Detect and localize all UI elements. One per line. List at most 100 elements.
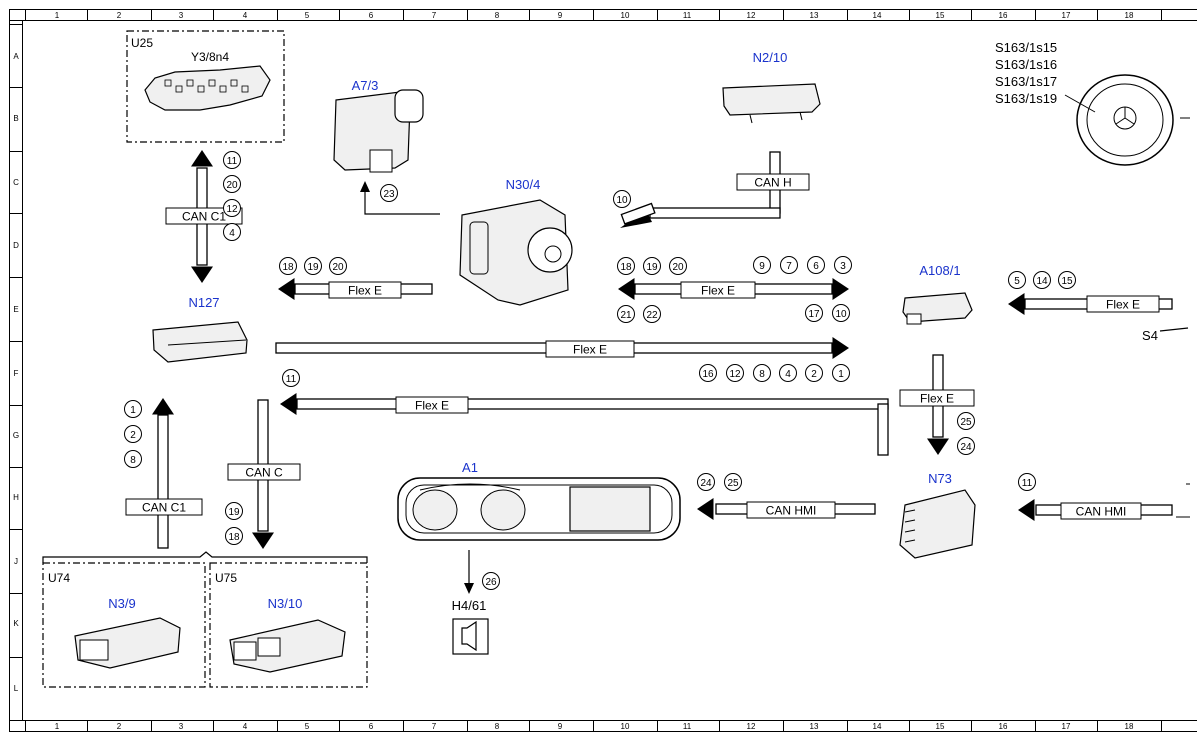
grid-col-top: 2	[117, 11, 122, 20]
bus-label: Flex E	[573, 343, 607, 357]
marker-number: 25	[960, 417, 972, 428]
mount-tab	[799, 111, 803, 121]
s4-leader	[1159, 327, 1189, 332]
arrowhead	[618, 278, 635, 300]
marker-number: 8	[759, 369, 765, 380]
marker-circle	[957, 437, 975, 455]
component-id: U25	[131, 36, 153, 50]
grid-col-bottom: 12	[747, 722, 756, 731]
marker-circle	[834, 256, 852, 274]
module-fin	[904, 519, 916, 523]
marker-circle	[223, 223, 241, 241]
grid-col-bottom: 10	[621, 722, 630, 731]
marker-number: 15	[1061, 276, 1073, 287]
marker-number: 19	[646, 262, 658, 273]
marker-number: 19	[228, 507, 240, 518]
component-id: N127	[188, 295, 219, 310]
ignition-switch-module	[899, 489, 976, 559]
mount-tab	[749, 114, 753, 124]
marker-number: 9	[759, 261, 765, 272]
grid-col-top: 8	[495, 11, 500, 20]
marker-number: 4	[785, 369, 791, 380]
steering-wheel	[1076, 74, 1174, 166]
arrowhead	[1008, 293, 1025, 315]
grid-col-top: 9	[558, 11, 563, 20]
steering-star	[1115, 107, 1135, 125]
marker-circle	[124, 425, 142, 443]
grid-col-top: 6	[369, 11, 374, 20]
marker-number: 4	[229, 228, 235, 239]
component-id: H4/61	[452, 598, 487, 613]
radar-connector	[906, 313, 922, 325]
marker-number: 18	[228, 532, 240, 543]
marker-number: 20	[672, 262, 684, 273]
cluster-hood	[419, 483, 521, 491]
grid-col-bottom: 15	[936, 722, 945, 731]
speaker-icon	[452, 618, 489, 655]
marker-circle	[807, 256, 825, 274]
component-id: U74	[48, 571, 70, 585]
valve-detail	[186, 79, 194, 87]
marker-circle	[1008, 271, 1026, 289]
bus-label: Flex E	[1106, 298, 1140, 312]
marker-circle	[124, 450, 142, 468]
marker-circle	[225, 527, 243, 545]
marker-circle	[617, 305, 635, 323]
diagram-frame: 1122334455667788991010111112121313141415…	[9, 9, 1197, 732]
arrowhead	[464, 583, 474, 594]
marker-number: 11	[227, 156, 238, 167]
component-id: N73	[928, 471, 952, 486]
arrowhead	[697, 498, 714, 520]
grid-col-top: 10	[621, 11, 630, 20]
marker-number: 17	[808, 309, 820, 320]
grid-col-top: 11	[683, 11, 692, 20]
arrowhead	[252, 532, 274, 549]
marker-circle	[643, 257, 661, 275]
grid-row: G	[13, 431, 19, 440]
valve-detail	[197, 85, 205, 93]
marker-circle	[380, 184, 398, 202]
module-fin	[904, 509, 916, 513]
grid-col-bottom: 17	[1062, 722, 1071, 731]
bus-line	[157, 414, 169, 549]
ecu-connector	[257, 637, 281, 657]
marker-circle	[1033, 271, 1051, 289]
marker-circle	[753, 364, 771, 382]
bus-label-box	[1086, 295, 1160, 313]
grid-row: K	[13, 619, 19, 628]
marker-circle	[779, 364, 797, 382]
marker-number: 21	[620, 310, 632, 321]
transmission-valve-body	[144, 65, 271, 111]
grid-row: B	[13, 114, 18, 123]
grid-col-top: 12	[747, 11, 756, 20]
grid-col-top: 13	[810, 11, 819, 20]
bus-label-box	[680, 281, 756, 299]
component-id: S163/1s15	[995, 40, 1057, 55]
marker-circle	[225, 502, 243, 520]
component-id: S163/1s17	[995, 74, 1057, 89]
marker-number: 20	[226, 180, 238, 191]
grid-col-bottom: 13	[810, 722, 819, 731]
marker-number: 23	[383, 189, 395, 200]
ecu-connector	[233, 641, 257, 661]
grid-col-bottom: 3	[179, 722, 184, 731]
marker-number: 18	[620, 262, 632, 273]
marker-circle	[669, 257, 687, 275]
valve-detail	[164, 79, 172, 87]
module-fin	[904, 539, 916, 543]
marker-number: 10	[835, 309, 847, 320]
bus-label: CAN HMI	[766, 504, 817, 518]
marker-circle	[223, 199, 241, 217]
valve-detail	[230, 79, 238, 87]
marker-circle	[1058, 271, 1076, 289]
grid-col-top: 17	[1062, 11, 1071, 20]
marker-number: 24	[700, 478, 712, 489]
bus-label: CAN C	[245, 466, 283, 480]
component-id: A7/3	[352, 78, 379, 93]
marker-number: 18	[282, 262, 294, 273]
module-fin	[904, 529, 916, 533]
arrowhead	[278, 278, 295, 300]
grid-row: L	[14, 684, 19, 693]
